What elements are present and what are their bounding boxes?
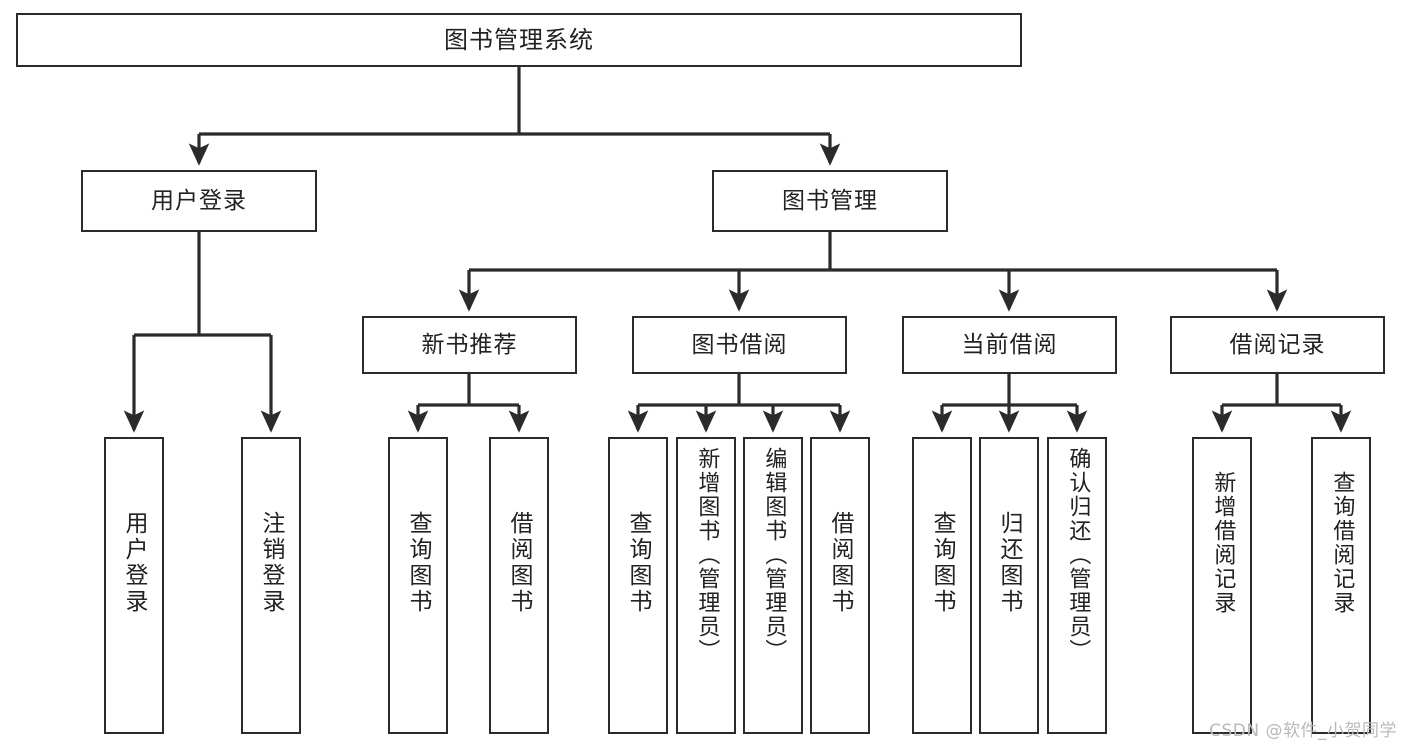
node-book-borrow[interactable]: 图书借阅	[632, 316, 847, 374]
node-leaf-add-borrow-record-label: 新增借阅记录	[1210, 471, 1236, 615]
node-leaf-borrow-book-1-label: 借阅图书	[506, 511, 533, 615]
node-user-login-label: 用户登录	[151, 187, 247, 214]
node-leaf-query-book-1[interactable]: 查询图书	[388, 437, 448, 734]
node-leaf-return-book[interactable]: 归还图书	[979, 437, 1039, 734]
node-book-borrow-label: 图书借阅	[691, 331, 788, 358]
node-leaf-add-book-admin[interactable]: 新增图书（管理员）	[676, 437, 736, 734]
node-leaf-edit-book-admin[interactable]: 编辑图书（管理员）	[743, 437, 803, 734]
node-leaf-edit-book-admin-label: 编辑图书（管理员）	[761, 447, 787, 663]
node-leaf-user-login[interactable]: 用户登录	[104, 437, 164, 734]
node-borrow-record-label: 借阅记录	[1229, 331, 1326, 358]
node-book-manage-label: 图书管理	[782, 187, 878, 214]
node-borrow-record[interactable]: 借阅记录	[1170, 316, 1385, 374]
node-current-borrow-label: 当前借阅	[961, 331, 1058, 358]
node-leaf-confirm-return-admin[interactable]: 确认归还（管理员）	[1047, 437, 1107, 734]
node-leaf-user-login-label: 用户登录	[121, 511, 148, 615]
node-root[interactable]: 图书管理系统	[16, 13, 1022, 67]
watermark: CSDN @软件_小贺同学	[1209, 721, 1397, 741]
node-leaf-borrow-book-1[interactable]: 借阅图书	[489, 437, 549, 734]
node-book-manage[interactable]: 图书管理	[712, 170, 948, 232]
node-root-label: 图书管理系统	[444, 26, 594, 54]
node-leaf-query-book-2-label: 查询图书	[625, 511, 652, 615]
node-leaf-logout-login-label: 注销登录	[258, 511, 285, 615]
node-new-book-recommend[interactable]: 新书推荐	[362, 316, 577, 374]
node-leaf-query-book-3[interactable]: 查询图书	[912, 437, 972, 734]
node-leaf-logout-login[interactable]: 注销登录	[241, 437, 301, 734]
node-leaf-query-book-2[interactable]: 查询图书	[608, 437, 668, 734]
node-leaf-confirm-return-admin-label: 确认归还（管理员）	[1065, 447, 1091, 663]
node-leaf-query-borrow-record-label: 查询借阅记录	[1329, 471, 1355, 615]
node-leaf-add-borrow-record[interactable]: 新增借阅记录	[1192, 437, 1252, 734]
node-new-book-recommend-label: 新书推荐	[421, 331, 518, 358]
node-leaf-return-book-label: 归还图书	[996, 511, 1023, 615]
node-leaf-query-book-3-label: 查询图书	[929, 511, 956, 615]
node-leaf-borrow-book-2-label: 借阅图书	[827, 511, 854, 615]
node-leaf-borrow-book-2[interactable]: 借阅图书	[810, 437, 870, 734]
node-leaf-query-book-1-label: 查询图书	[405, 511, 432, 615]
node-current-borrow[interactable]: 当前借阅	[902, 316, 1117, 374]
node-leaf-query-borrow-record[interactable]: 查询借阅记录	[1311, 437, 1371, 734]
node-user-login[interactable]: 用户登录	[81, 170, 317, 232]
node-leaf-add-book-admin-label: 新增图书（管理员）	[694, 447, 720, 663]
